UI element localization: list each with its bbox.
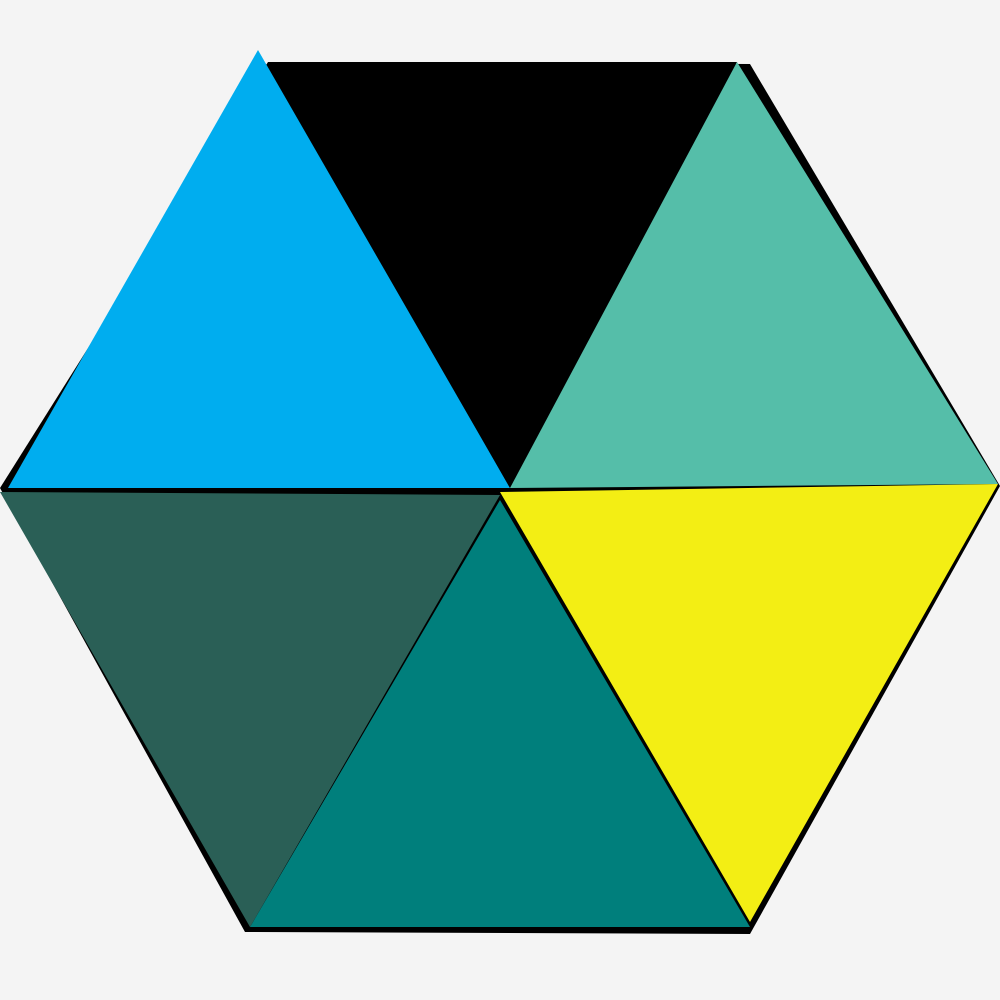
triangle-top (268, 62, 737, 488)
triangle-top-left (8, 50, 510, 488)
triangle-top-right (510, 62, 998, 488)
triangle-group (0, 50, 998, 927)
triangle-bottom-right (500, 484, 998, 922)
triangle-bottom-left (0, 492, 500, 927)
triangle-bottom (250, 500, 750, 927)
